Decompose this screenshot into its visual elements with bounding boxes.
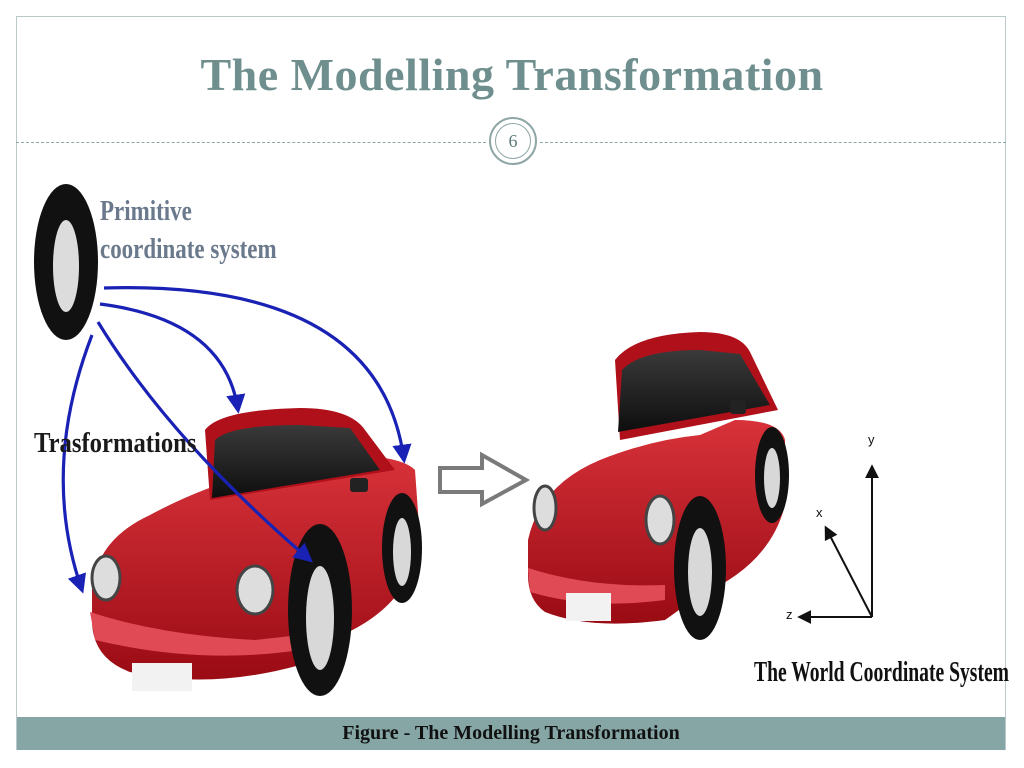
transformation-arrows [61,286,412,594]
primitive-label-line1: Primitive [100,196,192,227]
axis-z-label: z [786,607,793,622]
primitive-label: Primitive coordinate system [100,193,277,269]
modelling-diagram [34,184,879,696]
caption-bar: Figure - The Modelling Transformation [17,717,1005,750]
car-right [528,332,789,640]
divider-left [16,142,486,143]
transformations-label: Trasformations [34,427,197,459]
axis-y-label: y [868,432,875,447]
axis-x-label: x [816,505,823,520]
world-coordinate-label: The World Coordinate System [754,657,1009,688]
hollow-right-arrow [438,451,531,508]
tire-primitive [34,184,98,340]
slide-title: The Modelling Transformation [200,49,824,100]
page-number: 6 [495,123,531,159]
world-axes [797,464,879,624]
figure-caption: Figure - The Modelling Transformation [342,722,680,744]
page-number-badge: 6 [489,117,537,165]
primitive-label-line2: coordinate system [100,234,277,265]
divider-right [540,142,1006,143]
car-left [90,408,422,696]
